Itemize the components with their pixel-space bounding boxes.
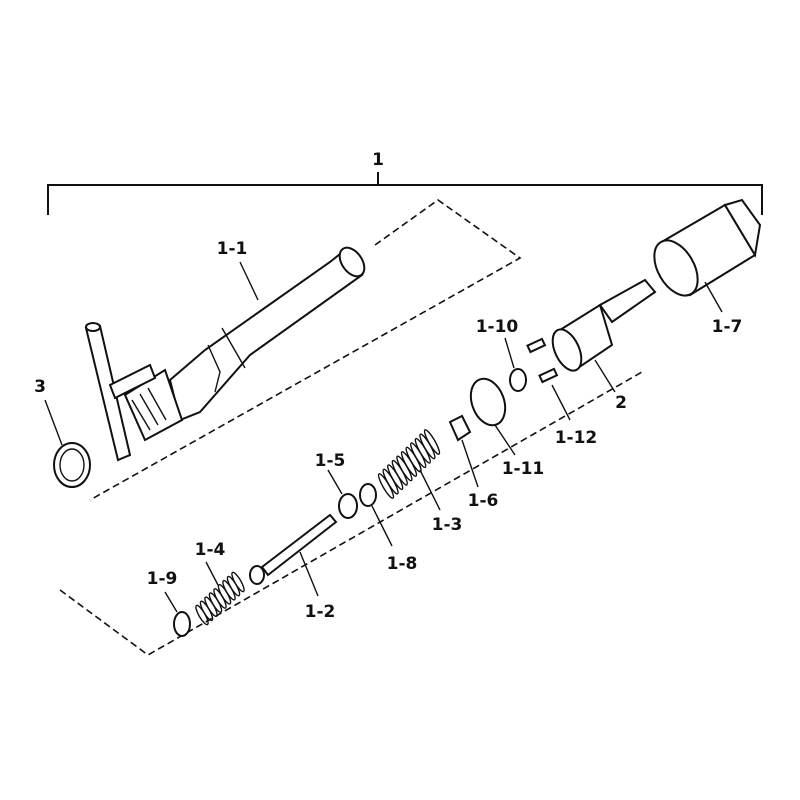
leader-2 (594, 359, 616, 393)
spring-coil (391, 459, 408, 486)
pin-part (538, 367, 559, 384)
callout-3: 3 (34, 377, 46, 397)
assembly-bracket (47, 172, 763, 215)
washer-1-5-part (338, 493, 358, 519)
callout-2: 2 (615, 393, 627, 413)
spring-coil (405, 446, 422, 473)
callout-1-12: 1-12 (555, 428, 598, 448)
callout-1-10: 1-10 (476, 317, 519, 337)
callout-1-7: 1-7 (712, 317, 743, 337)
washer-1-8-part (359, 483, 377, 507)
callout-1-5: 1-5 (315, 451, 346, 471)
leader-1-1 (239, 261, 259, 301)
spring-coil (400, 451, 418, 477)
spring-seat-part (448, 414, 472, 442)
pin-part (526, 337, 547, 354)
callout-1-1: 1-1 (217, 239, 248, 259)
callout-1-8: 1-8 (387, 554, 418, 574)
spring-coil (419, 433, 436, 460)
retaining-nut-part (653, 198, 762, 297)
callout-1-3: 1-3 (432, 515, 463, 535)
small-spring-part (195, 571, 245, 626)
spacer-part (469, 377, 507, 427)
callout-1-11: 1-11 (502, 459, 545, 479)
callout-1-6: 1-6 (468, 491, 499, 511)
washer-1-9-part (173, 611, 191, 637)
callout-1-9: 1-9 (147, 569, 178, 589)
subassembly-outline (59, 199, 643, 656)
main-spring-part (377, 429, 441, 499)
spring-coil (377, 473, 395, 499)
spring-coil (423, 429, 441, 455)
spring-coil (396, 455, 413, 482)
nozzle-holder-part (84, 246, 366, 462)
callout-1-4: 1-4 (195, 540, 226, 560)
spring-coil (231, 571, 245, 593)
spring-coil (387, 464, 404, 491)
push-rod-part (249, 513, 338, 585)
spring-coil (414, 437, 431, 464)
nozzle-part (551, 278, 657, 372)
spring-coil (410, 442, 427, 469)
leader-3 (44, 399, 63, 446)
callout-1-2: 1-2 (305, 602, 336, 622)
spring-coil (382, 468, 399, 495)
washer-1-10-part (509, 368, 527, 392)
leader-1-12 (551, 384, 571, 421)
leader-1-7 (704, 281, 723, 313)
callout-1: 1 (372, 150, 384, 170)
